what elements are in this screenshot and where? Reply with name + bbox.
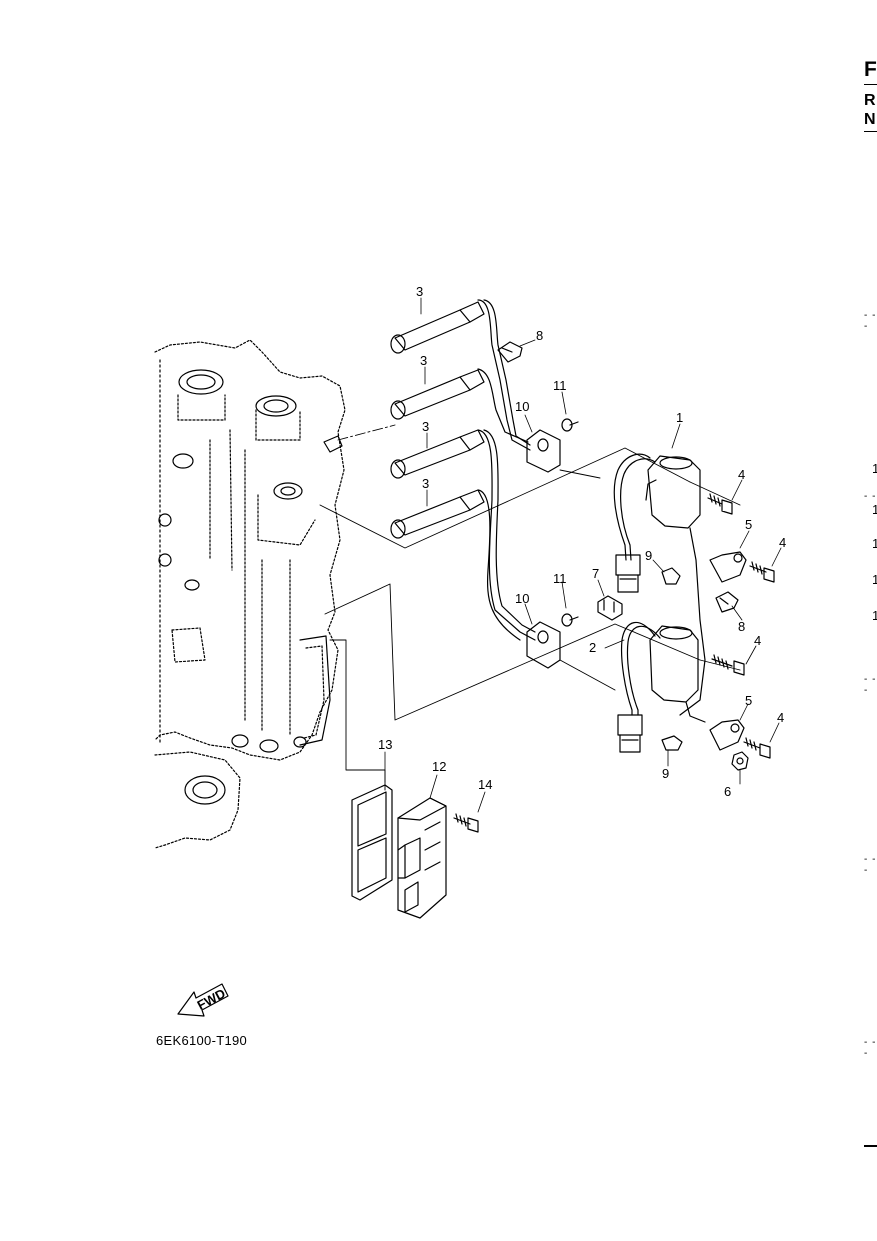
callout-number: 3 (422, 419, 429, 434)
callout-number: 3 (422, 476, 429, 491)
header-letter-n: N (864, 111, 876, 128)
bolt-14 (453, 813, 479, 833)
bolt-4-d (743, 737, 771, 759)
edge-ref-number: 1 (872, 572, 877, 587)
header-rule-2 (864, 131, 877, 132)
callout-number: 4 (779, 535, 786, 550)
callout-number: 1 (676, 410, 683, 425)
edge-rule (864, 1145, 877, 1147)
cord-holder-lower (526, 621, 561, 669)
spark-plug-cap-4 (390, 489, 521, 641)
edge-ref-number: 1 (872, 502, 877, 517)
cdi-unit-12 (397, 797, 447, 919)
callout-number: 14 (478, 777, 492, 792)
callout-number: 13 (378, 737, 392, 752)
edge-dash: - - (864, 491, 877, 502)
callout-number: 8 (536, 328, 543, 343)
edge-dash: - - - (864, 674, 877, 696)
callout-number: 12 (432, 759, 446, 774)
clip-9-upper (661, 567, 681, 585)
gasket-13 (351, 784, 393, 901)
edge-ref-number: 1 (872, 461, 877, 476)
callout-number: 8 (738, 619, 745, 634)
clip-7 (597, 595, 623, 621)
edge-ref-number: 1 (872, 536, 877, 551)
diagram-code: 6EK6100-T190 (156, 1033, 248, 1048)
spark-plug-cap-2 (390, 368, 529, 443)
clip-8-lower (715, 591, 739, 613)
clip-9-lower (661, 735, 683, 751)
screw-11-lower (561, 613, 579, 627)
clip-8-upper (497, 341, 523, 363)
callout-leaders (384, 297, 782, 813)
engine-block-illustration (154, 339, 346, 849)
callout-number: 9 (662, 766, 669, 781)
callout-number: 10 (515, 591, 529, 606)
callout-number: 9 (645, 548, 652, 563)
callout-number: 4 (754, 633, 761, 648)
bracket-5-upper (709, 551, 747, 583)
header-rule (864, 84, 877, 85)
callout-number: 11 (553, 378, 567, 393)
callout-number: 7 (592, 566, 599, 581)
callout-number: 5 (745, 517, 752, 532)
callout-number: 4 (738, 467, 745, 482)
ignition-coil-2 (617, 622, 706, 753)
callout-number: 2 (589, 640, 596, 655)
leader-lines (319, 424, 741, 791)
fwd-label: FWD (195, 986, 228, 1013)
edge-dash: - - - (864, 310, 877, 332)
callout-number: 10 (515, 399, 529, 414)
spark-plug-cap-1 (390, 299, 531, 451)
edge-ref-number: 1 (872, 608, 877, 623)
callout-numbers: 3 3 3 3 1 2 4 4 4 4 5 5 6 7 8 8 9 9 10 1… (378, 284, 786, 799)
callout-number: 11 (553, 571, 567, 586)
nut-6 (731, 751, 749, 771)
callout-number: 3 (416, 284, 423, 299)
ignition-coil-1 (613, 453, 706, 716)
edge-dash: - - - (864, 1037, 877, 1059)
callout-number: 3 (420, 353, 427, 368)
bolt-4-c (711, 654, 745, 676)
screw-11-upper (561, 418, 579, 432)
fwd-arrow-icon (177, 983, 229, 1017)
header-letter-r: R (864, 92, 876, 109)
callout-number: 6 (724, 784, 731, 799)
bolt-4-a (707, 493, 733, 515)
callout-number: 5 (745, 693, 752, 708)
header-letter-f: F (864, 58, 877, 81)
cord-holder-upper (526, 429, 561, 473)
edge-dash: - - - (864, 854, 877, 876)
callout-number: 4 (777, 710, 784, 725)
bolt-4-b (749, 561, 775, 583)
spark-plug-cap-3 (390, 429, 536, 641)
bracket-5-lower (709, 719, 745, 751)
